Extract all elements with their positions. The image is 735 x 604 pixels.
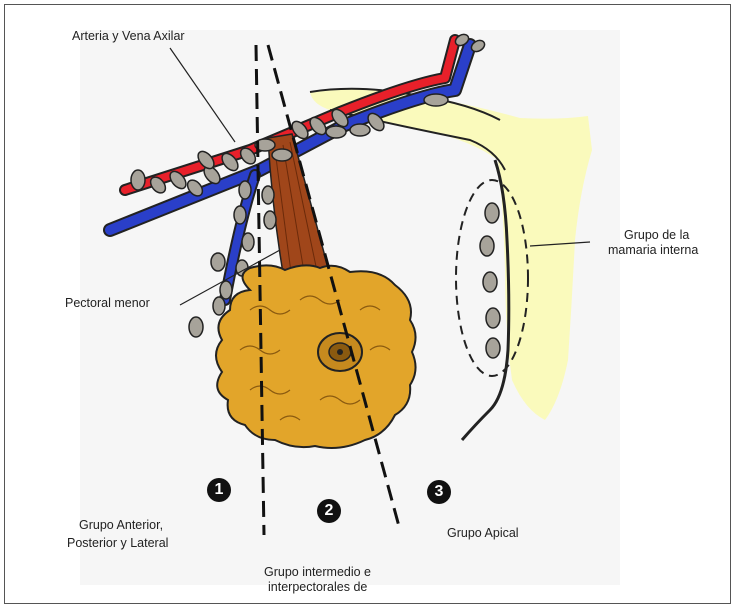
label-group-intermediate-line1: Grupo intermedio e bbox=[264, 565, 371, 580]
label-group-anterior-line2: Posterior y Lateral bbox=[67, 536, 168, 551]
label-axillary-vessels: Arteria y Vena Axilar bbox=[72, 29, 185, 44]
level-number-2: 2 bbox=[317, 499, 341, 523]
label-group-intermediate-line2: interpectorales de bbox=[268, 580, 367, 595]
label-internal-mammary-line1: Grupo de la bbox=[624, 228, 689, 243]
label-internal-mammary-line2: mamaria interna bbox=[608, 243, 698, 258]
label-pectoralis-minor: Pectoral menor bbox=[65, 296, 150, 311]
mammary-gland bbox=[216, 265, 416, 448]
label-group-apical: Grupo Apical bbox=[447, 526, 519, 541]
label-group-anterior-line1: Grupo Anterior, bbox=[79, 518, 163, 533]
nipple-center bbox=[337, 349, 343, 355]
level-number-1: 1 bbox=[207, 478, 231, 502]
level-number-3: 3 bbox=[427, 480, 451, 504]
